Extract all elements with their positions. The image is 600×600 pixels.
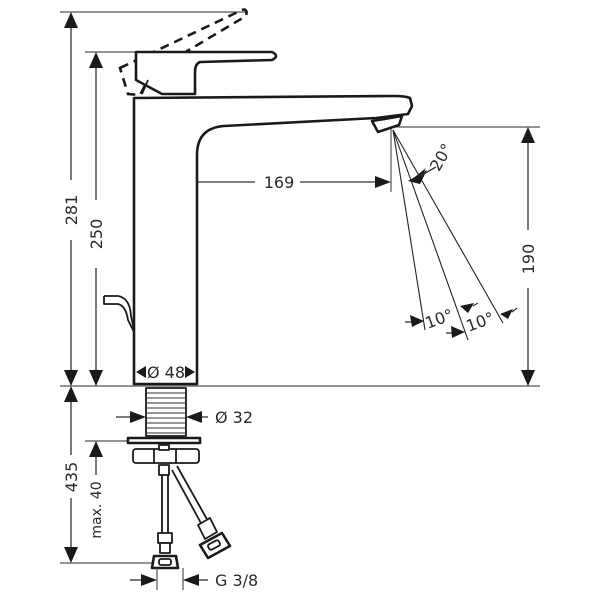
- dim-g-3-8-label: G 3/8: [215, 571, 258, 590]
- spray-angle-lines: [392, 129, 504, 341]
- angle-10-right-label: 10°: [464, 308, 497, 336]
- dimension-250: 250: [87, 52, 106, 386]
- angle-10-left-label: 10°: [423, 305, 456, 333]
- dim-diameter-48-label: Ø 48: [147, 363, 185, 382]
- dimension-g-3-8: G 3/8: [130, 568, 258, 590]
- dim-diameter-32-label: Ø 32: [215, 408, 253, 427]
- aerator: [370, 114, 404, 134]
- faucet-body: [103, 50, 414, 386]
- angle-20-label: 20°: [426, 140, 457, 174]
- dim-max-40-label: max. 40: [89, 481, 105, 538]
- spray-angle-20: 20°: [408, 140, 457, 184]
- dimension-diameter-32: Ø 32: [116, 408, 253, 427]
- dimension-diameter-48: Ø 48: [136, 363, 195, 382]
- spray-angle-10-right: 10°: [446, 307, 518, 338]
- dim-250-label: 250: [87, 219, 106, 250]
- dim-281-label: 281: [62, 195, 81, 226]
- handle-open-position: [118, 8, 248, 97]
- dimension-435: 435: [62, 386, 81, 563]
- dim-190-label: 190: [519, 244, 538, 275]
- dim-169-label: 169: [264, 173, 295, 192]
- dimension-190: 190: [519, 127, 538, 386]
- dimension-max-40: max. 40: [89, 441, 105, 539]
- supply-hoses: [150, 464, 232, 570]
- dim-435-label: 435: [62, 462, 81, 493]
- dimension-281: 281: [62, 12, 81, 386]
- threaded-shank: [126, 387, 202, 464]
- extension-lines: [60, 11, 540, 564]
- handle-closed: [134, 50, 278, 96]
- shank-threads: [147, 392, 185, 434]
